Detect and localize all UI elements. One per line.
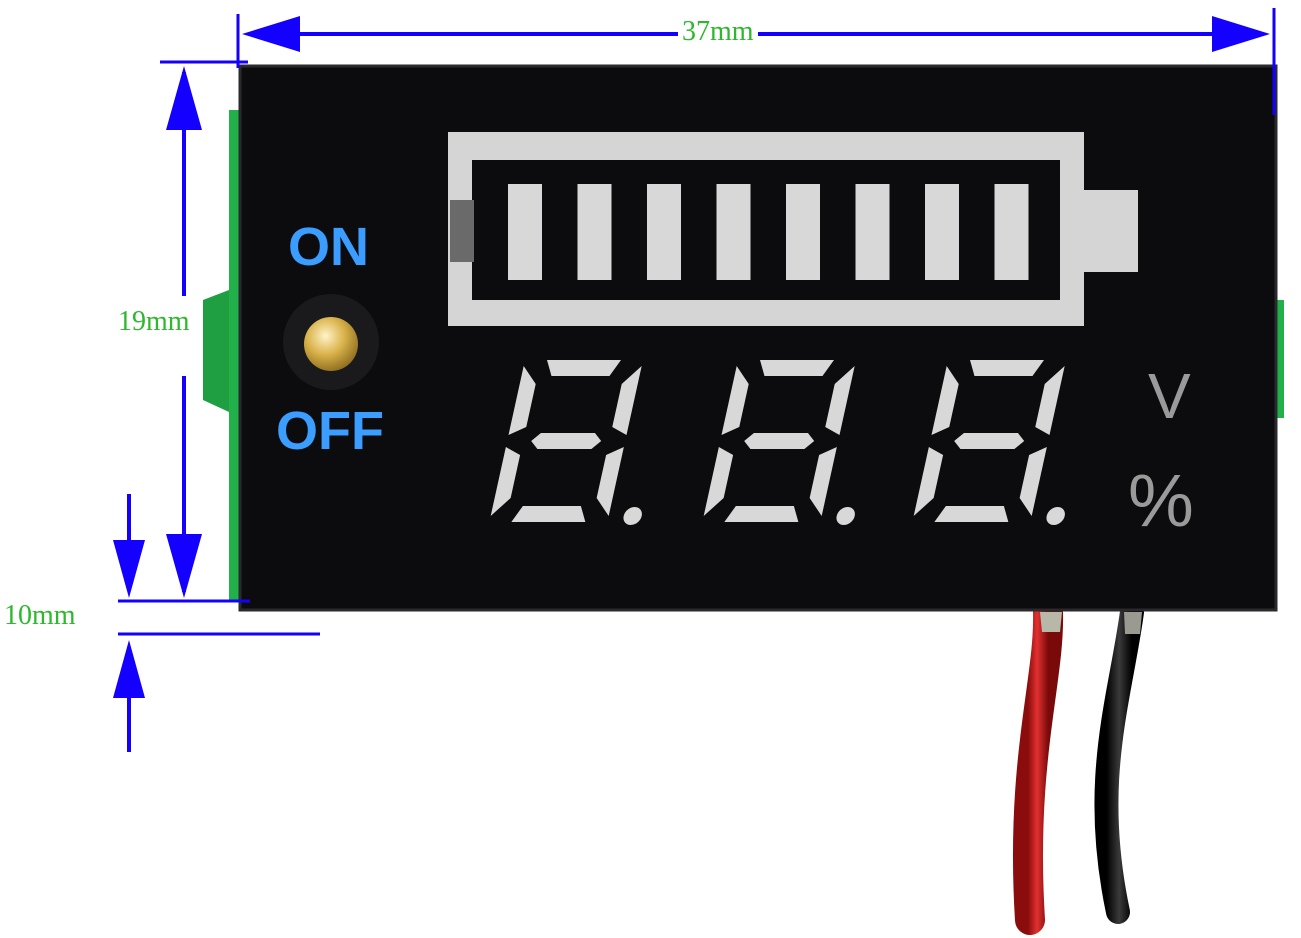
lead-wires: [1013, 597, 1144, 935]
digit-segment: [970, 360, 1044, 376]
decimal-point: [1046, 507, 1065, 525]
height-dimension-label: 19mm: [118, 306, 190, 337]
battery-notch: [450, 200, 474, 262]
digit-segment: [721, 366, 749, 435]
digit-segment: [825, 366, 855, 435]
digit-segment: [744, 433, 815, 449]
battery-bar: [577, 184, 612, 280]
digit-segment: [1035, 366, 1065, 435]
height-arrow-top: [166, 66, 202, 130]
display-highlight: [238, 64, 1278, 612]
red-wire: [1013, 597, 1064, 935]
black-wire-tip: [1124, 612, 1142, 634]
battery-bar: [855, 184, 890, 280]
height-arrow-bottom: [166, 534, 202, 598]
power-switch[interactable]: [283, 294, 379, 390]
digit-segment: [931, 366, 959, 435]
digit-segment: [547, 360, 621, 376]
digit-segment: [1019, 447, 1047, 516]
seven-segment-digit: [703, 360, 855, 525]
digit-segment: [913, 447, 944, 516]
battery-bar: [925, 184, 959, 280]
battery-bar: [716, 184, 751, 280]
digit-segment: [596, 447, 624, 516]
battery-bar: [647, 184, 681, 280]
width-arrow-right: [1212, 16, 1270, 52]
depth-arrow-upper: [113, 540, 145, 598]
unit-volt-label: V: [1148, 360, 1191, 432]
battery-bar: [508, 184, 542, 280]
battery-outline: [448, 132, 1138, 326]
digit-segment: [954, 433, 1025, 449]
depth-arrow-lower: [113, 640, 145, 698]
digit-segment: [724, 506, 799, 522]
switch-knob[interactable]: [304, 317, 358, 371]
decimal-point: [836, 507, 855, 525]
decimal-point: [623, 507, 642, 525]
switch-off-label: OFF: [276, 401, 384, 461]
digit-segment: [809, 447, 837, 516]
digit-segment: [531, 433, 602, 449]
width-arrow-left: [242, 16, 300, 52]
seven-segment-digit: [913, 360, 1065, 525]
depth-dimension-label: 10mm: [4, 600, 76, 631]
digit-segment: [703, 447, 734, 516]
red-wire-tip: [1040, 612, 1062, 632]
pcb-left-tab: [203, 290, 229, 412]
switch-on-label: ON: [288, 217, 369, 277]
digit-segment: [508, 366, 536, 435]
digit-segment: [490, 447, 521, 516]
digit-segment: [760, 360, 834, 376]
seven-segment-digit: [490, 360, 642, 525]
battery-bars: [508, 184, 1029, 280]
seven-segment-digits: [490, 360, 1065, 525]
battery-bar: [994, 184, 1029, 280]
battery-bar: [786, 184, 820, 280]
digit-segment: [934, 506, 1009, 522]
digit-segment: [511, 506, 586, 522]
digit-segment: [612, 366, 642, 435]
black-wire: [1094, 600, 1144, 924]
width-dimension-label: 37mm: [678, 16, 758, 48]
battery-gauge: [448, 132, 1138, 326]
unit-percent-label: %: [1128, 459, 1194, 542]
